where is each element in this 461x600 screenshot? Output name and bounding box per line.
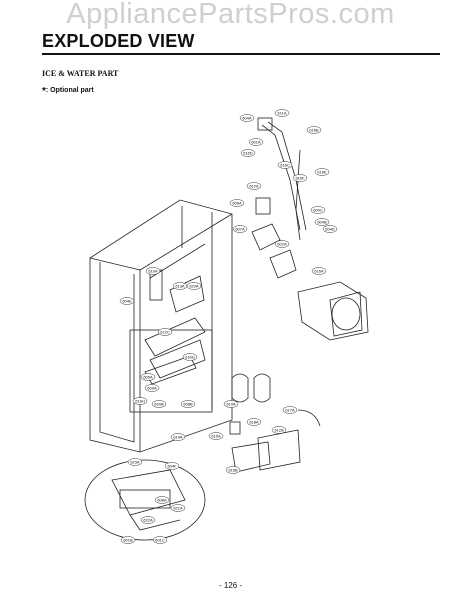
callout-label: 616C (280, 162, 290, 167)
callout-bubble (239, 114, 255, 122)
callout-label: 621A (173, 505, 183, 510)
callout-label: 616H (135, 398, 145, 403)
callout-label: 601B (123, 537, 133, 542)
callout-label: 619A (226, 401, 236, 406)
callout-bubble (186, 282, 202, 290)
refrigerator-cabinet (89, 199, 233, 453)
callout-label: 604D (325, 226, 335, 231)
callout-label: 608B (183, 401, 193, 406)
callout-bubble (223, 400, 239, 408)
callout-bubble (127, 458, 143, 466)
callout-label: 620A (189, 283, 199, 288)
callout-bubble (120, 536, 136, 544)
ice-maker-assembly (129, 269, 213, 413)
callout-bubble (310, 206, 326, 214)
callout-label: 606A (232, 200, 242, 205)
callout-bubble (311, 267, 327, 275)
callout-label: 620B (154, 401, 164, 406)
callout-label: 604E (122, 298, 132, 303)
optional-star: * (42, 86, 46, 97)
callout-bubble (282, 406, 298, 414)
control-box (229, 409, 321, 473)
callout-label: 612A (249, 183, 259, 188)
callout-bubble (271, 426, 287, 434)
callout-label: 601C (155, 537, 165, 542)
callout-label: 609A (147, 385, 157, 390)
callout-bubble (274, 109, 290, 117)
optional-part-note: *: Optional part (42, 86, 94, 97)
callout-bubble (140, 373, 156, 381)
callout-label: 602A (277, 241, 287, 246)
callout-bubble (322, 225, 338, 233)
optional-note-text: : Optional part (45, 87, 94, 94)
callout-label: 605A (143, 374, 153, 379)
callout-bubble (164, 462, 180, 470)
callout-bubble (151, 400, 167, 408)
callout-bubble (277, 161, 293, 169)
callout-bubble (170, 433, 186, 441)
callout-label: 623A (130, 459, 140, 464)
callout-bubble (132, 397, 148, 405)
callout-label: 618A (249, 419, 259, 424)
title-rule (42, 53, 440, 55)
callout-label: 613A (175, 283, 185, 288)
callout-label: 614A (173, 434, 183, 439)
water-tube-assembly (251, 117, 307, 279)
callout-label: 616F (295, 175, 305, 180)
callout-bubble (240, 149, 256, 157)
callout-bubble (154, 496, 170, 504)
callout-bubble (246, 182, 262, 190)
callout-bubble (246, 418, 262, 426)
callout-label: 604B (317, 219, 327, 224)
callout-bubble (182, 353, 198, 361)
callout-bubble (144, 384, 160, 392)
callout-label: 608A (157, 497, 167, 502)
callout-bubble (248, 138, 264, 146)
callout-label: 604A (242, 115, 252, 120)
callout-bubble (119, 297, 135, 305)
callout-bubble (232, 225, 248, 233)
callout-labels: 604A 611A 616B 616D 601A 616C 616E 612A 616F 606A… (119, 109, 338, 544)
callout-bubble (314, 168, 330, 176)
callout-label: 612B (274, 427, 284, 432)
callout-label: 616A (314, 268, 324, 273)
callout-label: 601A (251, 139, 261, 144)
callout-bubble (229, 199, 245, 207)
page-title: EXPLODED VIEW (42, 31, 195, 51)
callout-label: 604F (167, 463, 177, 468)
callout-label: 604C (313, 207, 323, 212)
callout-bubble (180, 400, 196, 408)
callout-label: 615A (211, 433, 221, 438)
section-title: ICE & WATER PART (42, 69, 119, 78)
dispenser-cover (297, 281, 369, 341)
callout-bubble (145, 267, 161, 275)
callout-bubble (225, 466, 241, 474)
callout-bubble (314, 218, 330, 226)
callout-bubble (152, 536, 168, 544)
callout-label: 607A (235, 226, 245, 231)
callout-bubble (157, 328, 173, 336)
callout-bubble (292, 174, 308, 182)
callout-label: 616G (185, 354, 195, 359)
watermark: AppliancePartsPros.com (66, 0, 395, 30)
callout-label: 611A (277, 110, 286, 115)
callout-label: 616D (243, 150, 253, 155)
callout-label: 622A (143, 517, 153, 522)
callout-bubble (208, 432, 224, 440)
callout-label: 615B (228, 467, 238, 472)
callout-bubble (170, 504, 186, 512)
callout-label: 616B (309, 127, 319, 132)
callout-bubble (140, 516, 156, 524)
callout-label: 616E (317, 169, 327, 174)
callout-bubble (306, 126, 322, 134)
page-number: - 126 - (218, 581, 243, 590)
callout-label: 612C (160, 329, 170, 334)
callout-label: 610A (148, 268, 158, 273)
tube-bracket (231, 373, 271, 403)
callout-bubble (274, 240, 290, 248)
ice-bin (84, 459, 206, 541)
callout-label: 617A (285, 407, 295, 412)
